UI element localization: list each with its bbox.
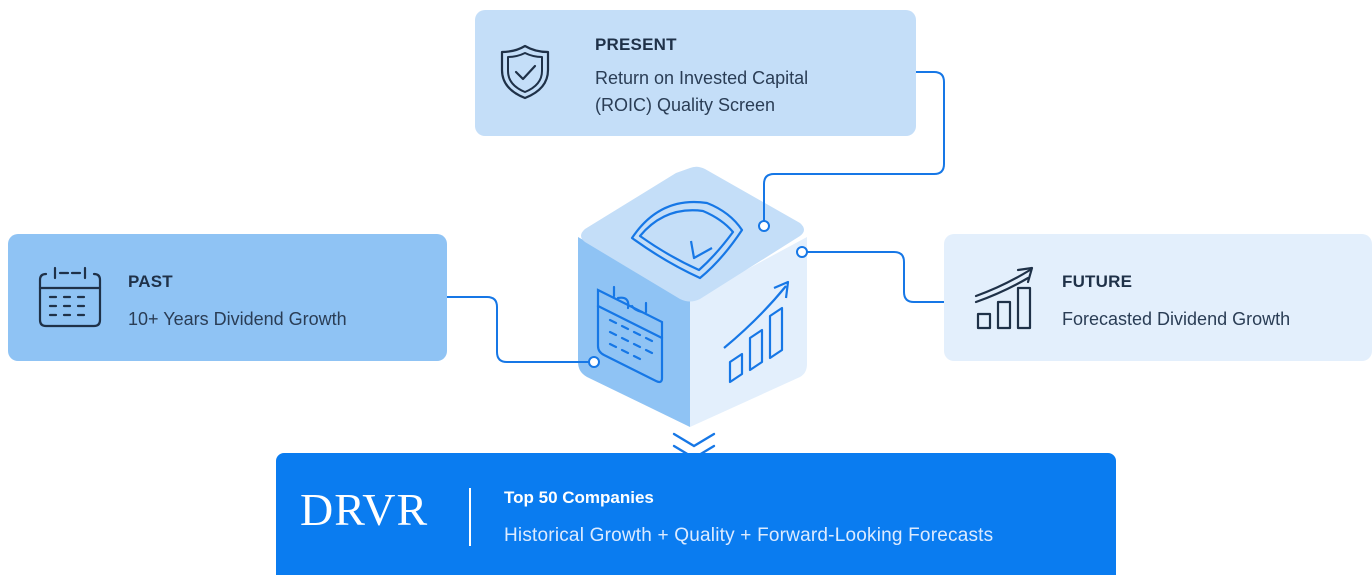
shield-check-icon [500, 44, 550, 100]
cube-top-face [581, 166, 804, 302]
connector-dot-past [588, 356, 600, 368]
drvr-logo: DRVR [300, 484, 429, 535]
future-title: FUTURE [1062, 272, 1133, 291]
calendar-icon [38, 266, 102, 328]
banner-divider [469, 488, 471, 546]
future-description: Forecasted Dividend Growth [1062, 309, 1291, 329]
banner-title: Top 50 Companies [504, 488, 654, 507]
present-title: PRESENT [595, 35, 677, 54]
connector-lines [447, 71, 945, 363]
cube-calendar-icon [596, 285, 664, 384]
past-title: PAST [128, 272, 173, 291]
cube-growth-icon [723, 280, 790, 384]
present-description: Return on Invested Capital (ROIC) Qualit… [595, 65, 895, 119]
drvr-banner: DRVR Top 50 Companies Historical Growth … [276, 453, 1116, 575]
past-description: 10+ Years Dividend Growth [128, 309, 347, 329]
connector-future [806, 251, 944, 303]
banner-description: Historical Growth + Quality + Forward-Lo… [504, 525, 994, 546]
past-card: PAST 10+ Years Dividend Growth [8, 234, 447, 361]
present-card: PRESENT Return on Invested Capital (ROIC… [475, 10, 916, 136]
present-description-line2: (ROIC) Quality Screen [595, 95, 776, 115]
connector-present [763, 71, 945, 222]
present-description-line1: Return on Invested Capital [595, 68, 809, 88]
future-card: FUTURE Forecasted Dividend Growth [944, 234, 1372, 361]
connector-dot-future [796, 246, 808, 258]
connector-dot-present [758, 220, 770, 232]
growth-chart-icon [974, 266, 1034, 330]
connector-past [447, 296, 590, 363]
cube-shield-icon [630, 200, 744, 280]
